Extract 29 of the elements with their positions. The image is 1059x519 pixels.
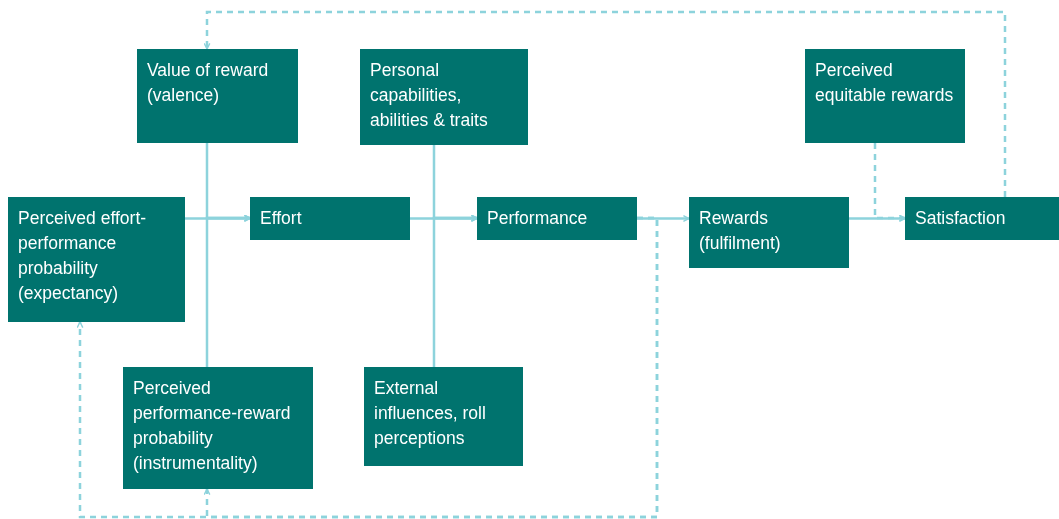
arrow <box>849 215 906 222</box>
box-label: Effort <box>260 207 302 230</box>
arrow <box>410 215 478 222</box>
box-label: Rewards (fulfilment) <box>699 207 782 255</box>
dashed-arrow <box>203 216 659 519</box>
process-box <box>123 367 313 489</box>
arrow <box>432 214 478 367</box>
process-box <box>137 49 298 143</box>
process-box <box>477 197 637 240</box>
box-label: Perceived effort-performance probability (expectancy) <box>18 207 148 305</box>
process-box <box>360 49 528 145</box>
box-label: Satisfaction <box>915 207 1006 230</box>
box-label: External influences, roll perceptions <box>374 377 487 450</box>
arrow <box>185 215 251 222</box>
process-box <box>805 49 965 143</box>
box-label: Personal capabilities, abilities & traits <box>370 59 489 132</box>
process-box <box>364 367 523 466</box>
arrow <box>637 215 690 222</box>
process-box <box>250 197 410 240</box>
box-label: Performance <box>487 207 588 230</box>
process-box <box>8 197 185 322</box>
box-label: Perceived performance-reward probability (instrumentality) <box>133 377 292 475</box>
process-box <box>689 197 849 268</box>
box-label: Perceived equitable rewards <box>815 59 955 107</box>
dashed-arrow <box>203 10 1007 197</box>
box-label: Value of reward (valence) <box>147 59 270 107</box>
arrow <box>205 214 251 367</box>
dashed-arrow <box>873 143 906 222</box>
process-box <box>905 197 1059 240</box>
